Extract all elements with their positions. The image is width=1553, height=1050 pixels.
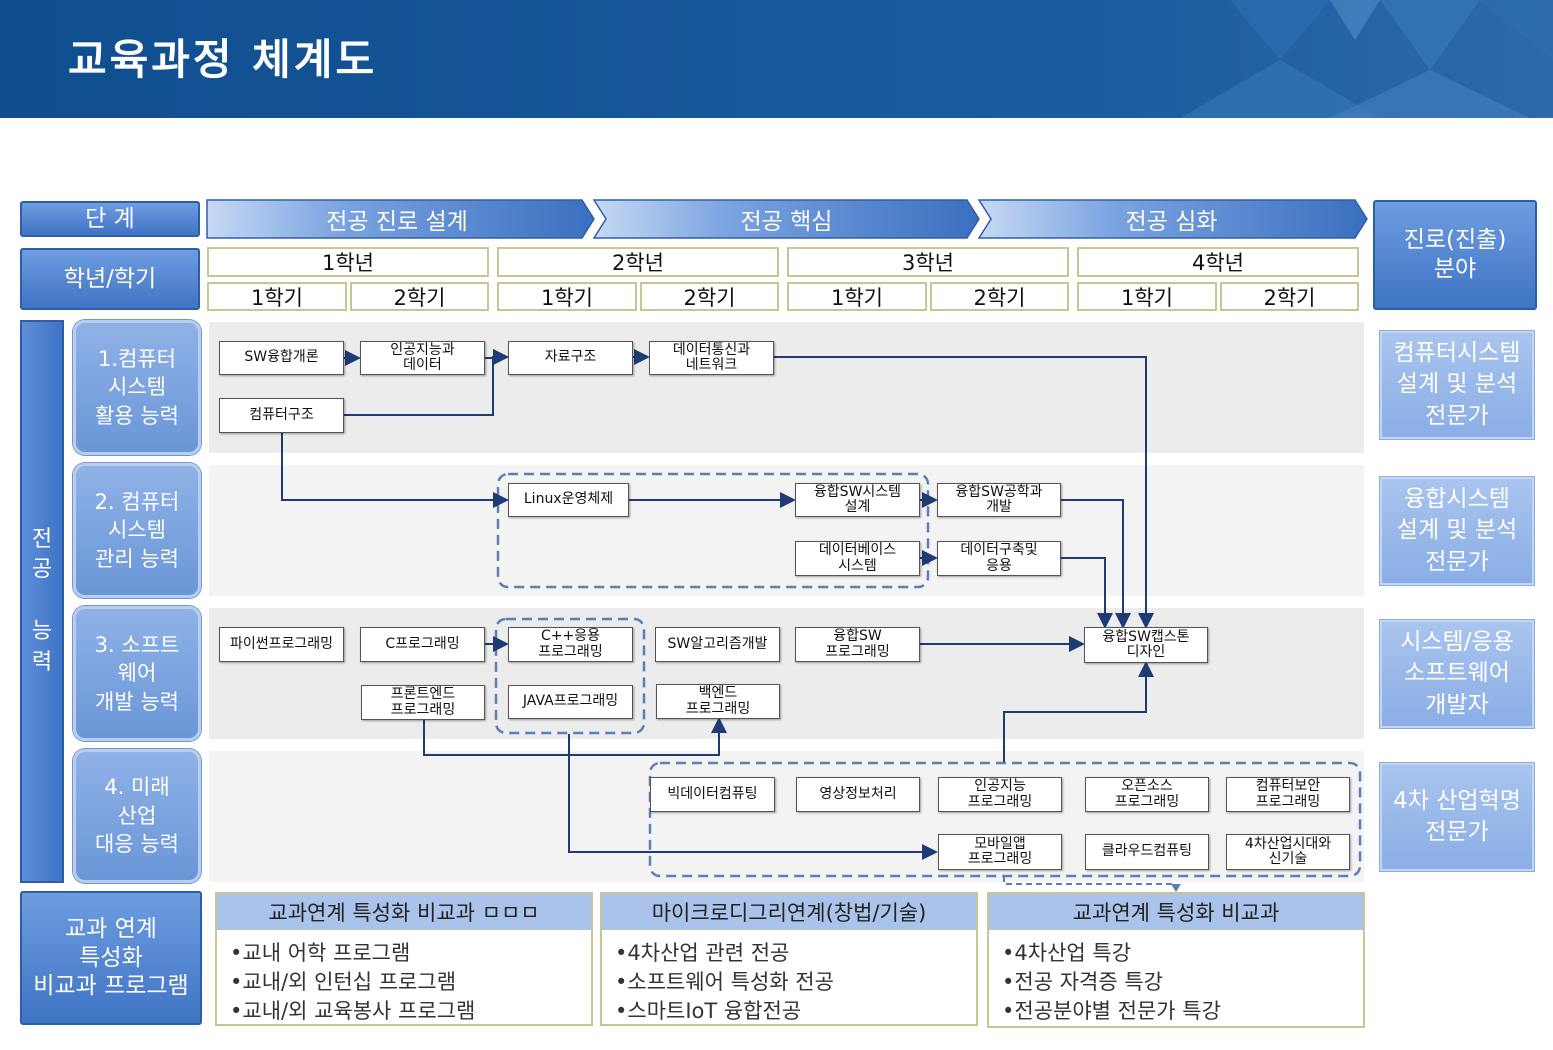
program-item: •스마트IoT 융합전공: [615, 999, 802, 1023]
competency-2: 2. 컴퓨터 시스템 관리 능력: [73, 463, 201, 598]
program-item: •전공 자격증 특강: [1002, 970, 1163, 994]
semester: 1학기: [497, 282, 637, 311]
course-sw-intro: SW융합개론: [219, 341, 344, 375]
career-3: 시스템/응용 소프트웨어 개발자: [1380, 620, 1534, 728]
program-item: •4차산업 관련 전공: [615, 941, 790, 965]
year-4: 4학년: [1077, 247, 1359, 277]
course-comp-arch: 컴퓨터구조: [219, 398, 344, 433]
program-item: •소프트웨어 특성화 전공: [615, 970, 834, 994]
program-item: •교내 어학 프로그램: [230, 941, 411, 965]
course-ai-prog: 인공지능 프로그래밍: [938, 777, 1062, 812]
semester: 1학기: [1077, 282, 1217, 311]
page-title: 교육과정 체계도: [68, 35, 378, 84]
course-frontend: 프론트엔드 프로그래밍: [361, 685, 485, 720]
banner-decoration: [1180, 0, 1553, 118]
course-sw-algo: SW알고리즘개발: [655, 627, 780, 662]
semester: 1학기: [787, 282, 927, 311]
course-data-comm: 데이터통신과 네트워크: [649, 341, 774, 375]
course-mobile: 모바일앱 프로그래밍: [938, 834, 1062, 870]
career-1: 컴퓨터시스템 설계 및 분석 전문가: [1380, 331, 1534, 439]
semester: 2학기: [640, 282, 779, 311]
course-cpp: C++응용 프로그래밍: [508, 627, 633, 662]
course-industry4: 4차산업시대와 신기술: [1226, 834, 1350, 870]
competency-3: 3. 소프트 웨어 개발 능력: [73, 606, 201, 741]
semester: 2학기: [350, 282, 489, 311]
course-java: JAVA프로그래밍: [508, 685, 633, 719]
course-linux-os: Linux운영체제: [508, 483, 629, 517]
competency-1: 1.컴퓨터 시스템 활용 능력: [73, 320, 201, 455]
lane-2: [209, 465, 1364, 596]
course-database: 데이터베이스 시스템: [795, 541, 920, 576]
course-image-proc: 영상정보처리: [796, 777, 920, 812]
course-fusion-sys-design: 융합SW시스템 설계: [795, 483, 920, 517]
stage-3: 전공 심화: [1125, 209, 1218, 235]
program-group-title: 교과연계 특성화 비교과: [989, 894, 1363, 930]
course-cloud: 클라우드컴퓨팅: [1085, 834, 1209, 870]
course-capstone: 융합SW캡스톤 디자인: [1084, 627, 1208, 663]
year-semester-label: 학년/학기: [20, 248, 200, 310]
program-group-title: 마이크로디그리연계(창법/기술): [602, 894, 976, 930]
course-data-structure: 자료구조: [508, 341, 633, 375]
stage-1: 전공 진로 설계: [326, 209, 468, 235]
course-fusion-sw-eng: 융합SW공학과 개발: [937, 483, 1061, 517]
program-group-title: 교과연계 특성화 비교과 ㅁㅁㅁ: [217, 894, 591, 930]
title-banner: [0, 0, 1553, 118]
year-3: 3학년: [787, 247, 1069, 277]
course-bigdata: 빅데이터컴퓨팅: [650, 777, 775, 812]
course-ai-data: 인공지능과 데이터: [360, 341, 485, 375]
major-ability-label: 전 공 능 력: [20, 320, 64, 883]
course-fusion-sw-prog: 융합SW 프로그래밍: [795, 627, 920, 662]
program-item: •4차산업 특강: [1002, 941, 1132, 965]
course-data-build: 데이터구축및 응용: [937, 541, 1061, 576]
career-4: 4차 산업혁명 전문가: [1380, 763, 1534, 871]
career-header: 진로(진출) 분야: [1373, 200, 1537, 310]
year-1: 1학년: [207, 247, 489, 277]
semester: 2학기: [930, 282, 1069, 311]
course-security: 컴퓨터보안 프로그래밍: [1226, 777, 1350, 812]
stage-label: 단 계: [20, 201, 200, 237]
career-2: 융합시스템 설계 및 분석 전문가: [1380, 477, 1534, 585]
program-item: •전공분야별 전문가 특강: [1002, 999, 1221, 1023]
course-backend: 백엔드 프로그래밍: [656, 684, 780, 719]
program-label: 교과 연계 특성화 비교과 프로그램: [20, 891, 202, 1025]
program-item: •교내/외 교육봉사 프로그램: [230, 999, 476, 1023]
stage-2: 전공 핵심: [740, 209, 833, 235]
semester: 2학기: [1220, 282, 1359, 311]
year-2: 2학년: [497, 247, 779, 277]
program-item: •교내/외 인턴십 프로그램: [230, 970, 457, 994]
competency-4: 4. 미래 산업 대응 능력: [73, 749, 201, 883]
course-python: 파이썬프로그래밍: [219, 627, 344, 662]
course-opensource: 오픈소스 프로그래밍: [1085, 777, 1209, 812]
course-c-prog: C프로그래밍: [360, 627, 485, 662]
semester: 1학기: [207, 282, 347, 311]
